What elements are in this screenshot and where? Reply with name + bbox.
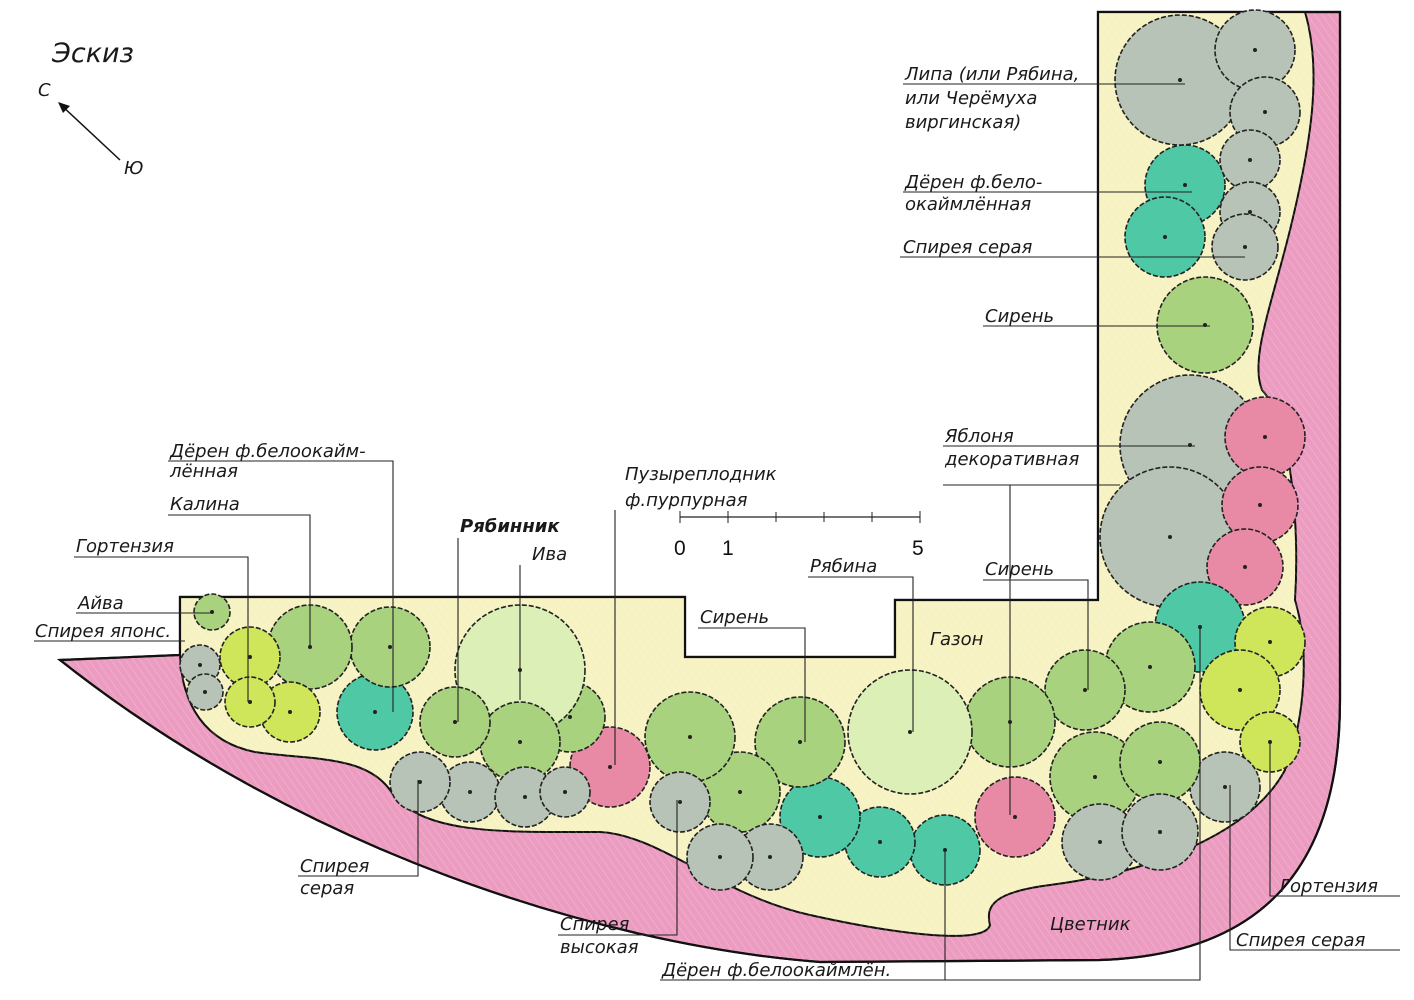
plant-center-dot [818,815,822,819]
label-spirea-high-1: Спирея [560,914,630,935]
plant-center-dot [1158,760,1162,764]
label-deren-bottom: Дёрен ф.белоокаймлён. [661,960,891,981]
plants-layer [179,9,1306,891]
plant-center-dot [1183,183,1187,187]
plant-center-dot [768,855,772,859]
plant-center-dot [1168,535,1172,539]
plant-center-dot [1263,110,1267,114]
plant-center-dot [1243,245,1247,249]
label-ryabinnik: Рябинник [460,516,560,537]
plant-center-dot [418,780,422,784]
plant-center-dot [388,645,392,649]
plant-center-dot [1248,210,1252,214]
lawn-label: Газон [930,629,984,650]
plant-center-dot [1178,78,1182,82]
compass-arrow-icon [58,102,121,161]
plant-center-dot [1243,565,1247,569]
plant-center-dot [1248,158,1252,162]
plant-center-dot [718,855,722,859]
plant-center-dot [453,720,457,724]
label-lipa-3: виргинская) [905,112,1021,133]
plant-center-dot [288,710,292,714]
plant-center-dot [373,710,377,714]
label-lipa-1: Липа (или Рябина, [904,64,1079,85]
plant-center-dot [878,840,882,844]
label-deren-top-1: Дёрен ф.бело- [904,172,1042,193]
plant-center-dot [563,790,567,794]
label-siren-center: Сирень [700,607,769,628]
scale-bar [679,511,921,523]
label-spirea-grey-right: Спирея серая [1236,930,1366,951]
plant-center-dot [678,800,682,804]
label-yablonya-2: декоративная [944,449,1079,470]
label-spirea-grey-bottom-2: серая [300,878,354,899]
sketch-title: Эскиз [51,38,134,69]
label-siren-top: Сирень [985,306,1054,327]
label-yablonya-1: Яблоня [944,426,1014,447]
label-spirea-grey-bottom-1: Спирея [300,856,370,877]
label-puzyreplodnik-1: Пузыреплодник [625,464,777,485]
compass-north: С [38,80,51,101]
label-spirea-grey-top: Спирея серая [903,237,1033,258]
plant-center-dot [1263,435,1267,439]
plant-center-dot [523,795,527,799]
label-spirea-high-2: высокая [560,937,639,958]
plant-center-dot [468,790,472,794]
label-deren-left-2: лённая [169,461,238,482]
plant-center-dot [798,740,802,744]
plant-center-dot [908,730,912,734]
label-kalina: Калина [170,494,240,515]
plant-center-dot [1083,688,1087,692]
label-gortenzia-left: Гортензия [76,536,174,557]
plant-center-dot [1253,48,1257,52]
plant-center-dot [1268,640,1272,644]
plant-center-dot [248,655,252,659]
flowerbed-label: Цветник [1050,914,1131,935]
plant-center-dot [738,790,742,794]
plant-center-dot [1163,235,1167,239]
compass-south: Ю [124,158,143,179]
plant-center-dot [688,735,692,739]
scale-tick-5: 5 [912,537,924,560]
plant-center-dot [1258,503,1262,507]
plant-center-dot [1238,688,1242,692]
plant-center-dot [1093,775,1097,779]
label-deren-top-2: окаймлённая [905,194,1031,215]
label-ryabina: Рябина [810,556,877,577]
plant-center-dot [608,765,612,769]
scale-tick-0: 0 [674,537,686,560]
label-puzyreplodnik-2: ф.пурпурная [625,490,748,511]
leader-lines [34,83,1400,981]
label-iva: Ива [532,544,567,565]
plant-center-dot [198,663,202,667]
plant-center-dot [203,690,207,694]
label-aiva: Айва [77,593,124,614]
label-deren-left-1: Дёрен ф.белоокайм- [169,441,366,462]
plant-center-dot [568,715,572,719]
plant-center-dot [1013,815,1017,819]
plant-center-dot [1148,665,1152,669]
label-gortenzia-right: Гортензия [1280,876,1378,897]
plant-center-dot [210,610,214,614]
plot-boundary [56,10,1342,964]
scale-tick-1: 1 [722,537,734,560]
plant-center-dot [1158,830,1162,834]
label-spirea-japan: Спирея японс. [35,621,171,642]
plant-center-dot [1098,840,1102,844]
plant-center-dot [518,740,522,744]
label-siren-right: Сирень [985,559,1054,580]
plant-center-dot [248,700,252,704]
plant-center-dot [1223,785,1227,789]
label-lipa-2: или Черёмуха [905,88,1037,109]
